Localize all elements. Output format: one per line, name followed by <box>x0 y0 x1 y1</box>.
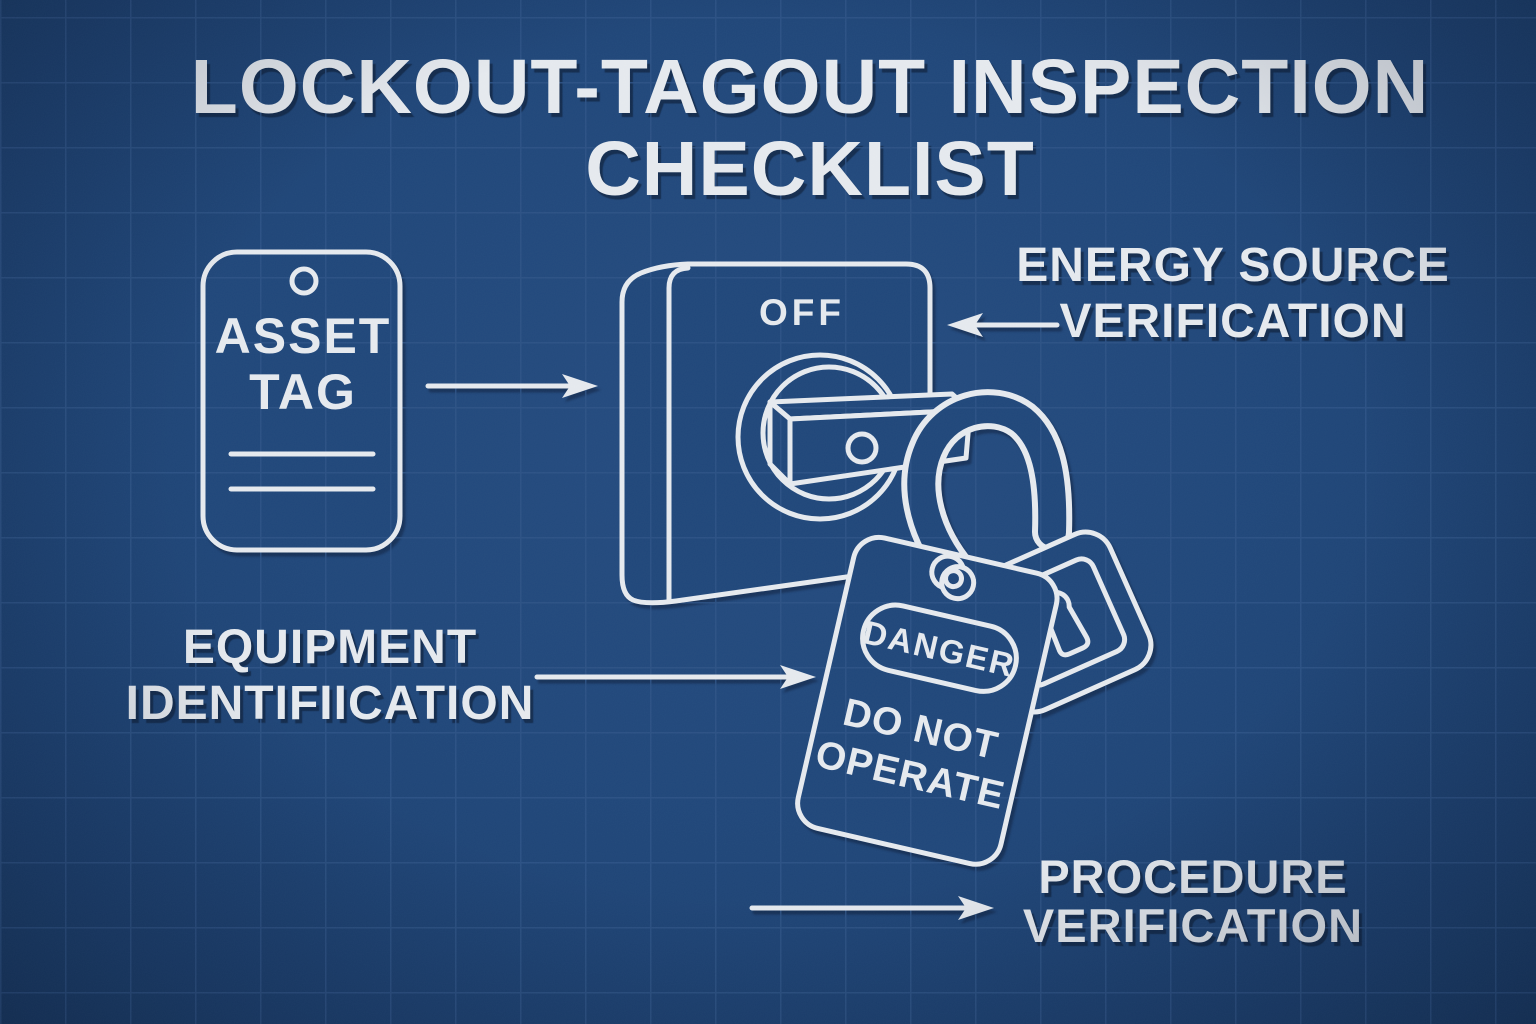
title-line2: CHECKLIST <box>585 126 1035 212</box>
danger-tag-illustration: DANGER DO NOT OPERATE <box>795 534 1060 867</box>
arrow-equipment-identification-icon <box>534 665 816 689</box>
asset-tag-line1: ASSET <box>215 308 392 364</box>
page-title: LOCKOUT-TAGOUT INSPECTION CHECKLIST <box>191 46 1429 210</box>
equipment-label-line1: EQUIPMENT <box>182 621 478 674</box>
procedure-label-line2: VERIFICATION <box>1022 899 1364 952</box>
procedure-label-line1: PROCEDURE <box>1038 850 1348 903</box>
switch-off-label: OFF <box>759 292 845 333</box>
arrow-asset-tag-icon <box>425 374 598 398</box>
title-line1: LOCKOUT-TAGOUT INSPECTION <box>190 44 1430 130</box>
asset-tag-line2: TAG <box>249 364 357 420</box>
asset-tag-illustration: ASSET TAG <box>200 249 403 553</box>
switch-handle-hole-icon <box>845 431 879 465</box>
arrow-procedure-verification-icon <box>749 896 994 920</box>
danger-tag-outline <box>795 534 1060 867</box>
asset-tag-hole-icon <box>289 266 319 296</box>
label-energy-source-verification: ENERGY SOURCE VERIFICATION <box>1016 238 1450 350</box>
energy-label-line1: ENERGY SOURCE <box>1016 239 1450 292</box>
label-procedure-verification: PROCEDURE VERIFICATION <box>1023 852 1363 950</box>
equipment-label-line2: IDENTIFIICATION <box>125 677 535 730</box>
label-equipment-identification: EQUIPMENT IDENTIFIICATION <box>126 620 535 732</box>
energy-label-line2: VERIFICATION <box>1059 295 1407 348</box>
